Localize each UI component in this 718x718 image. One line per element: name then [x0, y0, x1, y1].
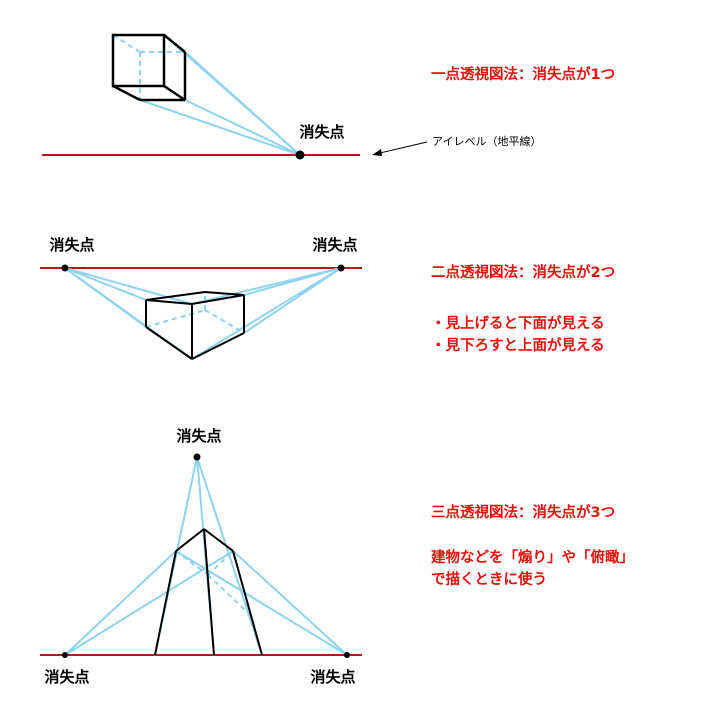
eye-level-arrow [372, 141, 428, 156]
arrow-shaft [379, 141, 428, 154]
one-point-vp-label: 消失点 [299, 123, 344, 141]
guide-line [64, 550, 177, 656]
box-top-face [145, 290, 245, 306]
arrow-head [372, 149, 382, 156]
hidden-edge [207, 574, 246, 611]
two-point-note-1: ・見上げると下面が見える [431, 314, 605, 332]
guide-line [232, 550, 348, 656]
one-point-vanishing-point [295, 150, 305, 160]
cube-edge [163, 84, 186, 102]
cube-edge [112, 84, 141, 102]
three-point-note-2: で描くときに使う [431, 570, 547, 588]
hidden-edge [145, 309, 206, 328]
three-point-vanishing-point-left [62, 652, 68, 658]
three-point-vp-top-label: 消失点 [176, 427, 221, 445]
guide-line [184, 51, 301, 156]
guide-line [243, 267, 342, 296]
tower-edge [203, 528, 215, 656]
cube-edge [163, 34, 186, 53]
two-point-note-2: ・見下ろすと上面が見える [431, 336, 605, 354]
three-point-vp-left-label: 消失点 [44, 668, 89, 686]
tower-edge [232, 550, 263, 656]
guide-line [64, 267, 147, 328]
three-point-note-1: 建物などを「煽り」や「俯瞰」 [431, 548, 634, 566]
three-point-hidden-edges [175, 550, 246, 611]
tower-edge [154, 550, 177, 656]
two-point-guide-lines [64, 267, 342, 360]
guide-line [196, 456, 263, 656]
hidden-edge [204, 309, 245, 334]
hidden-edge [207, 550, 234, 576]
two-point-box [145, 290, 245, 360]
three-point-vanishing-point-top [193, 453, 201, 461]
box-edge [145, 326, 193, 360]
two-point-title: 二点透視図法：消失点が2つ [431, 263, 615, 281]
guide-line [191, 267, 342, 360]
guide-line [184, 99, 301, 156]
two-point-vp-left-label: 消失点 [49, 236, 94, 254]
eye-level-label: アイレベル（地平線） [432, 134, 541, 148]
three-point-section: 消失点 消失点 消失点 三点透視図法：消失点が3つ 建物などを「煽り」や「俯瞰」… [40, 427, 634, 686]
guide-line [64, 267, 193, 305]
three-point-vanishing-point-right [344, 652, 350, 658]
one-point-title: 一点透視図法：消失点が1つ [431, 65, 615, 83]
guide-line [64, 267, 147, 301]
hidden-edge [175, 550, 209, 576]
guide-line [243, 267, 342, 334]
one-point-hidden-edges [112, 34, 185, 100]
three-point-tower [154, 528, 263, 656]
one-point-section: 消失点 アイレベル（地平線） 一点透視図法：消失点が1つ [42, 33, 615, 160]
three-point-title: 三点透視図法：消失点が3つ [431, 503, 615, 521]
guide-line [175, 550, 348, 656]
two-point-hidden-edges [145, 295, 245, 334]
three-point-vp-right-label: 消失点 [310, 668, 355, 686]
hidden-edge [112, 34, 141, 53]
cube-front-face [111, 33, 166, 88]
two-point-vanishing-point-left [61, 264, 69, 272]
two-point-vanishing-point-right [337, 264, 345, 272]
guide-line [139, 99, 301, 156]
box-edge [191, 332, 245, 360]
two-point-vp-right-label: 消失点 [312, 236, 357, 254]
two-point-section: 消失点 消失点 二点透視図法：消失点が2つ ・見上げると下面が見える ・見下ろす… [40, 236, 615, 360]
tower-edge [175, 528, 205, 552]
one-point-guide-lines [139, 34, 301, 156]
one-point-cube [111, 33, 187, 102]
tower-edge [203, 528, 234, 552]
